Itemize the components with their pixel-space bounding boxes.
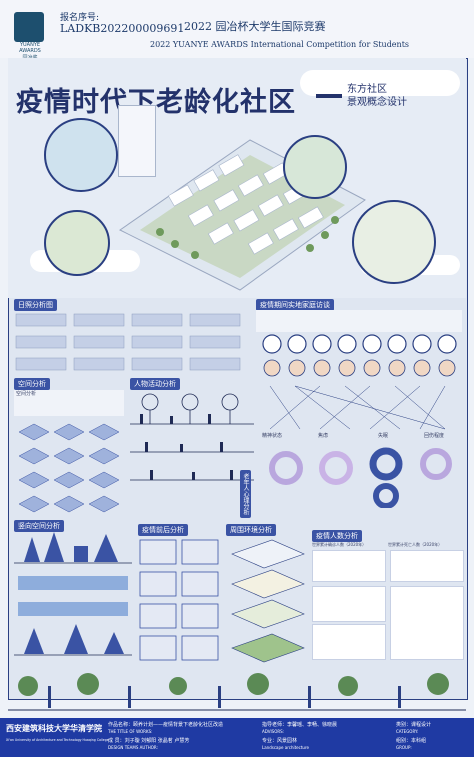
environment-layer-stack xyxy=(231,539,305,663)
population-chart-1 xyxy=(312,550,386,582)
yuanye-logo xyxy=(14,12,44,42)
subtitle-line1: 东方社区 xyxy=(347,84,387,95)
category-en-label: CATEGORY: xyxy=(396,729,419,734)
vignette-circle-3 xyxy=(283,135,347,199)
interview-link-network xyxy=(269,385,446,430)
before-after-diagrams xyxy=(139,539,219,661)
group-value: 本科组 xyxy=(411,738,427,744)
advisor: 指导老师：李馨瑶、李畅、徐晓晨 xyxy=(262,721,337,728)
population-chart-2 xyxy=(390,550,464,582)
title-dash xyxy=(316,94,342,98)
emotion-rings xyxy=(269,447,452,508)
population-chart-5 xyxy=(390,586,464,660)
major-label: 专业： xyxy=(262,738,278,744)
group-label: 组别： xyxy=(396,738,412,744)
work-name-value: 颐养计划——疫情背景下老龄化社区改造 xyxy=(133,722,224,728)
section-activity: 人物活动分析 xyxy=(130,378,180,390)
vignette-circle-4 xyxy=(352,200,436,284)
category-label: 类别： xyxy=(396,722,412,728)
team-label: 成 员： xyxy=(108,738,125,744)
school-name: 西安建筑科技大学华清学院 xyxy=(6,724,102,733)
advisor-value: 李馨瑶、李畅、徐晓晨 xyxy=(287,722,338,728)
major: 专业：风景园林 xyxy=(262,737,297,744)
logo-line2: AWARDS xyxy=(19,48,41,54)
section-interview: 疫情期间实地家庭访谈 xyxy=(256,299,334,311)
subtitle-line2: 景观概念设计 xyxy=(347,97,407,108)
tower-building xyxy=(118,105,156,177)
footer-bar xyxy=(0,718,474,757)
clock-icons-row xyxy=(262,334,457,377)
population-chart-3 xyxy=(312,586,386,622)
vignette-circle-1 xyxy=(44,118,118,192)
interview-category-1: 精神状态 xyxy=(262,433,283,439)
category-value: 课程设计 xyxy=(411,722,432,728)
space-text-block: 空间分析 xyxy=(14,390,124,416)
vignette-circle-2 xyxy=(44,210,110,276)
population-chart-4 xyxy=(312,624,386,660)
section-vertical: 竖向空间分析 xyxy=(14,520,64,532)
interview-category-4: 回伤程度 xyxy=(424,433,445,439)
logo-line1: YUANYE xyxy=(19,42,41,48)
cloud-decor xyxy=(300,70,460,96)
interview-category-2: 焦虑 xyxy=(318,433,329,439)
team-value: 刘子璇 刘郁阳 张晶茗 卢慧芳 xyxy=(124,738,190,744)
advisor-label: 指导老师： xyxy=(262,722,288,728)
section-before-after: 疫情前后分析 xyxy=(138,524,188,536)
advisor-en-label: ADVISORS: xyxy=(262,729,285,734)
reg-label: 报名序号: xyxy=(60,13,100,23)
space-isometric-grid xyxy=(18,423,120,513)
section-elderly-psych: 老年人心理分析 xyxy=(240,470,251,518)
section-population: 疫情人数分析 xyxy=(312,530,362,542)
major-en: Landscape architecture xyxy=(262,745,309,750)
work-name-en-label: THE TITLE OF WORKS: xyxy=(108,729,153,734)
competition-title-cn: 2022 园冶杯大学生国际竞赛 xyxy=(184,20,326,33)
section-space: 空间分析 xyxy=(14,378,50,390)
section-sunlight: 日照分析图 xyxy=(14,299,57,311)
population-legend-1: 世界累计确诊人数（2020年） xyxy=(312,542,367,547)
section-environment: 周围环境分析 xyxy=(226,524,276,536)
team: 成 员：刘子璇 刘郁阳 张晶茗 卢慧芳 xyxy=(108,737,189,744)
activity-silhouettes xyxy=(130,393,254,481)
interview-category-3: 失眠 xyxy=(378,433,389,439)
sunlight-diagrams xyxy=(15,313,241,371)
population-legend-2: 世界累计死亡人数（2020年） xyxy=(388,542,443,547)
interview-text-block xyxy=(256,310,462,332)
major-value: 风景园林 xyxy=(277,738,298,744)
school-name-en: Xi'an University of Architecture and Tec… xyxy=(6,738,109,742)
group-en-label: GROUP: xyxy=(396,745,412,750)
team-en-label: DESIGN TEAMS AUTHOR: xyxy=(108,745,158,750)
competition-title-en: 2022 YUANYE AWARDS International Competi… xyxy=(150,40,410,49)
header-bar xyxy=(0,0,474,58)
bottom-streetscape xyxy=(8,673,466,711)
subtitle: 东方社区 景观概念设计 xyxy=(347,83,427,109)
group: 组别：本科组 xyxy=(396,737,426,744)
work-name-label: 作品名称： xyxy=(108,722,134,728)
category: 类别：课程设计 xyxy=(396,721,431,728)
vertical-section-drawings xyxy=(14,532,132,656)
reg-number: LADKB202200009691 xyxy=(60,22,185,35)
main-title: 疫情时代下老龄化社区 xyxy=(16,87,296,118)
space-note-title: 空间分析 xyxy=(16,391,37,397)
work-name: 作品名称：颐养计划——疫情背景下老龄化社区改造 xyxy=(108,721,223,728)
